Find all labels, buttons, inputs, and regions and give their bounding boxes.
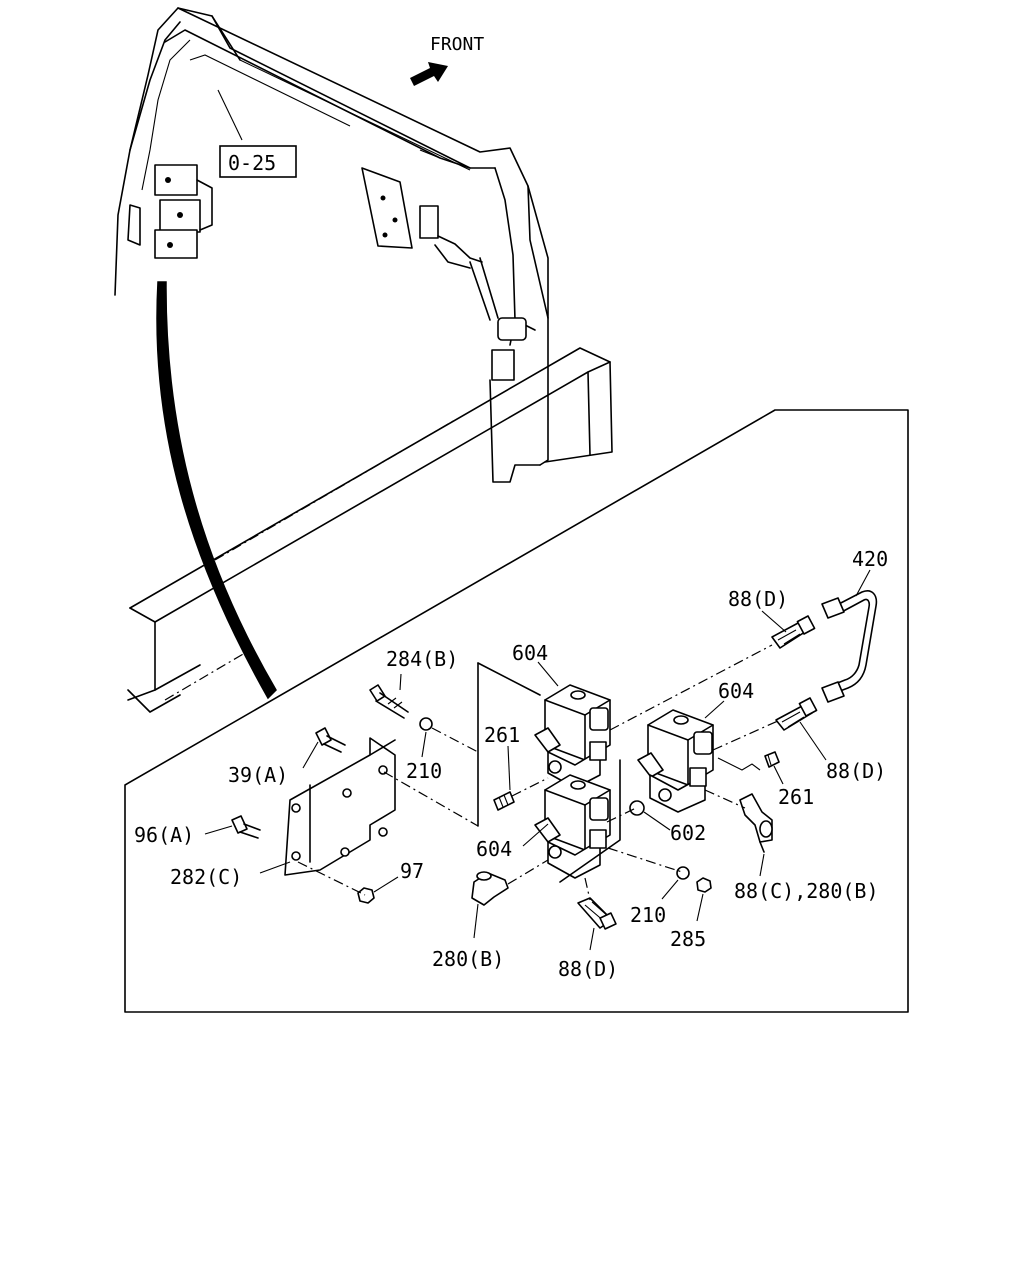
callout-285: 285 xyxy=(670,927,706,951)
callout-88d-bottom: 88(D) xyxy=(558,957,618,981)
bracket-282c xyxy=(284,737,396,876)
callout-420: 420 xyxy=(852,547,888,571)
plug-261-right xyxy=(764,751,780,768)
nut-97 xyxy=(357,887,375,904)
callout-88c-280b: 88(C),280(B) xyxy=(734,879,879,903)
reference-box-label: 0-25 xyxy=(228,151,276,175)
callout-88d-top: 88(D) xyxy=(728,587,788,611)
plug-261-mid xyxy=(493,791,515,811)
callout-210-mid: 210 xyxy=(406,759,442,783)
front-label: FRONT xyxy=(430,34,484,55)
solenoid-valve-upper xyxy=(534,684,611,789)
callout-280b: 280(B) xyxy=(432,947,504,971)
detail-frame xyxy=(124,409,909,1013)
nut-285 xyxy=(696,877,712,893)
fitting-88c-280b xyxy=(739,793,773,853)
callout-261-right: 261 xyxy=(778,785,814,809)
cab-frame-arch xyxy=(114,7,549,483)
bolt-96a xyxy=(231,815,261,839)
callout-604-top: 604 xyxy=(512,641,548,665)
pipe-420 xyxy=(821,590,878,703)
bolt-284b xyxy=(369,684,409,719)
fitting-88d-bottom xyxy=(577,897,617,930)
callout-210-bottom: 210 xyxy=(630,903,666,927)
detail-pointer xyxy=(156,281,277,700)
solenoid-valve-lower xyxy=(534,774,611,879)
callout-96a: 96(A) xyxy=(134,823,194,847)
leader-lines xyxy=(204,569,871,951)
washer-210-mid xyxy=(419,717,433,731)
fitting-280b-elbow xyxy=(471,871,509,906)
assembly-lines xyxy=(297,644,781,901)
fitting-88d-top xyxy=(771,615,816,649)
callout-39a: 39(A) xyxy=(228,763,288,787)
bolt-39a xyxy=(315,727,346,753)
chassis-frame-rail xyxy=(127,347,613,713)
front-indicator: FRONT xyxy=(410,34,484,86)
reference-box: 0-25 xyxy=(219,145,297,178)
callout-602: 602 xyxy=(670,821,706,845)
callout-604-bottom: 604 xyxy=(476,837,512,861)
valve-cluster-small xyxy=(127,164,213,259)
solenoid-valve-right xyxy=(637,709,714,813)
o-ring-602 xyxy=(629,800,645,816)
front-arrow-icon xyxy=(410,62,448,86)
callout-282c: 282(C) xyxy=(170,865,242,889)
callout-97: 97 xyxy=(400,859,424,883)
callout-284b: 284(B) xyxy=(386,647,458,671)
washer-210-bottom xyxy=(676,866,690,880)
callout-261-mid: 261 xyxy=(484,723,520,747)
callout-604-right: 604 xyxy=(718,679,754,703)
callout-88d-right: 88(D) xyxy=(826,759,886,783)
fitting-88d-right xyxy=(775,697,818,731)
